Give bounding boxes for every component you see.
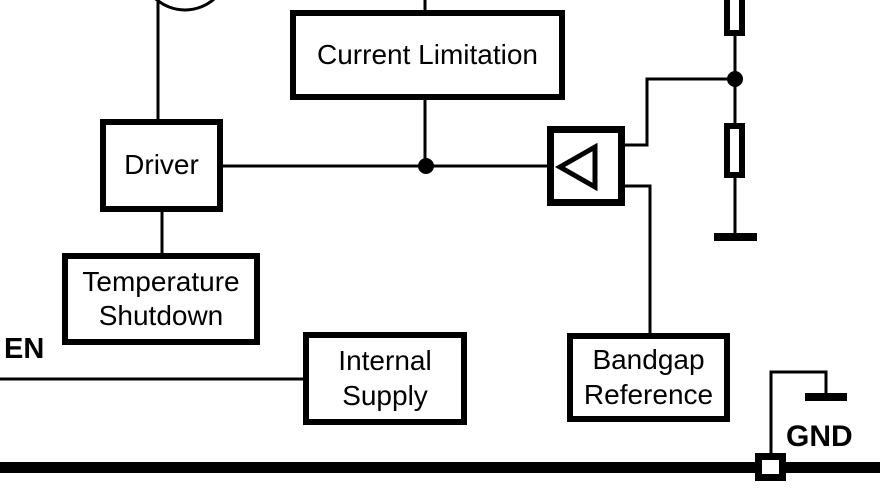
resistor-icon	[724, 123, 745, 178]
wire-amplifier-to-divider-tap	[622, 77, 735, 147]
amplifier-triangle	[554, 142, 598, 192]
block-bandgap-reference: Bandgap Reference	[567, 333, 730, 422]
ground-icon	[714, 233, 757, 241]
ground-pad-icon	[755, 453, 786, 481]
pass-transistor-icon	[154, 0, 216, 12]
junction-dot-icon	[418, 158, 434, 174]
block-current-limitation: Current Limitation	[290, 10, 565, 100]
block-current-limitation-label: Current Limitation	[317, 38, 538, 70]
block-bandgap-reference-label-line2: Reference	[583, 378, 714, 410]
resistor-icon	[724, 0, 745, 36]
ground-icon	[805, 393, 847, 401]
block-bandgap-reference-label-line1: Bandgap	[592, 344, 705, 376]
block-temperature-shutdown-label-line2: Shutdown	[98, 300, 224, 331]
wire-amplifier-to-bandgap	[622, 184, 652, 336]
bottom-rail	[0, 462, 880, 473]
pin-label-en: EN	[4, 333, 45, 365]
block-temperature-shutdown: Temperature Shutdown	[62, 253, 260, 345]
block-internal-supply: Internal Supply	[303, 332, 467, 425]
block-error-amplifier	[547, 126, 625, 206]
pin-label-gnd: GND	[786, 420, 853, 453]
block-temperature-shutdown-label-line1: Temperature	[82, 265, 240, 297]
junction-dot-icon	[727, 71, 743, 87]
block-driver-label: Driver	[124, 149, 199, 181]
amplifier-icon	[554, 142, 598, 192]
block-driver: Driver	[100, 119, 223, 212]
block-internal-supply-label-line2: Supply	[342, 379, 428, 411]
wire-gnd-pad-to-ground	[769, 370, 828, 456]
block-internal-supply-label-line1: Internal	[338, 345, 432, 377]
